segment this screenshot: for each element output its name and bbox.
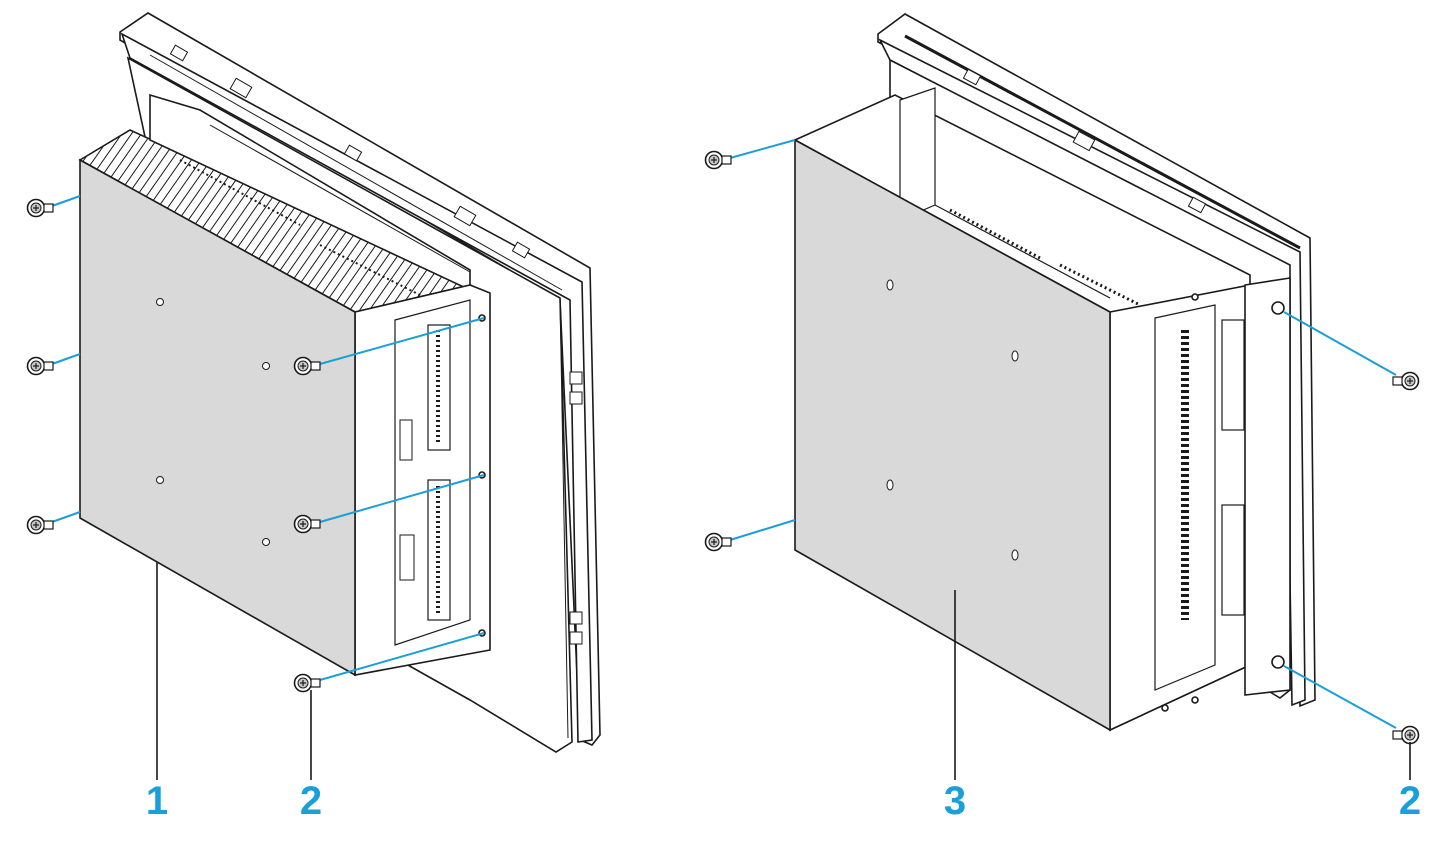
left-assembly xyxy=(26,12,601,780)
left-screw-leaders xyxy=(51,195,485,681)
callout-label-2-left: 2 xyxy=(300,779,322,823)
callout-label-2-right: 2 xyxy=(1399,779,1421,823)
screw-icon xyxy=(1392,725,1420,745)
right-assembly xyxy=(704,13,1420,780)
screw-icon xyxy=(704,532,732,552)
screw-icon xyxy=(26,356,54,376)
right-chassis xyxy=(793,87,1291,732)
right-rear-cover xyxy=(794,138,1111,732)
screw-icon xyxy=(704,150,732,170)
left-rear-cover xyxy=(79,158,356,677)
callout-label-1: 1 xyxy=(146,779,168,823)
screw-icon xyxy=(26,198,54,218)
screw-icon xyxy=(1392,371,1420,391)
callout-label-3: 3 xyxy=(944,779,966,823)
screw-icon xyxy=(293,673,321,693)
left-chassis xyxy=(78,93,491,676)
screw-icon xyxy=(26,515,54,535)
right-screw-leaders xyxy=(729,139,1397,729)
